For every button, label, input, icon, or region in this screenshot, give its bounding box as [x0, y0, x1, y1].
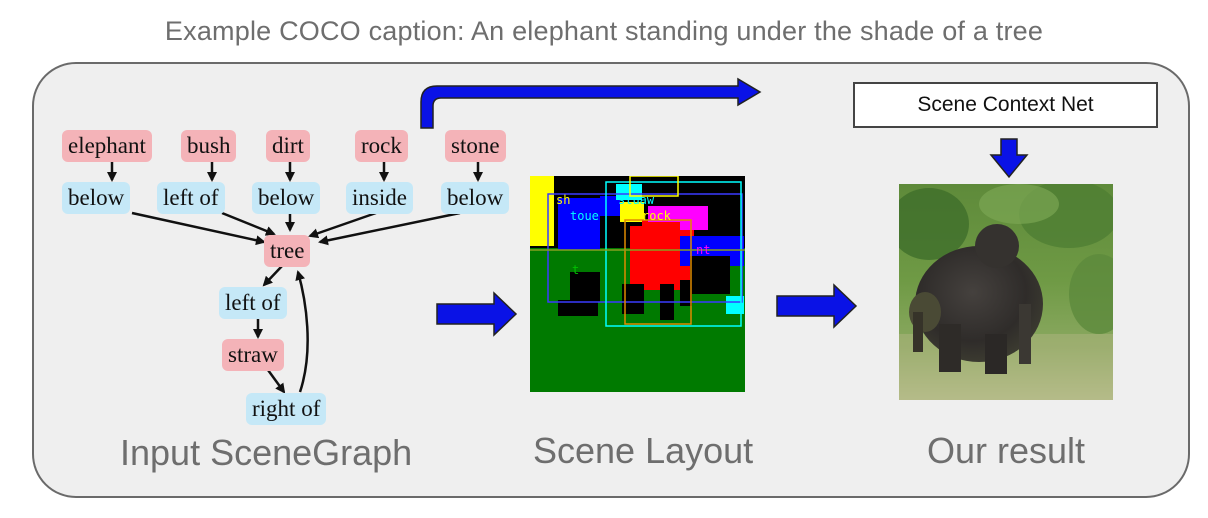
- node-below-1: below: [62, 182, 131, 214]
- node-dirt: dirt: [266, 130, 310, 162]
- edge-below3-tree: [318, 211, 461, 246]
- edge-leftof-tree: [221, 211, 276, 236]
- node-elephant: elephant: [62, 130, 152, 162]
- scene-layout-title: Scene Layout: [533, 430, 754, 471]
- caption: Example COCO caption: An elephant standi…: [164, 16, 1044, 46]
- edge-rightof-tree: [295, 270, 309, 393]
- node-left-of-1: left of: [157, 182, 225, 214]
- layout-fragment-e: nt: [696, 243, 710, 257]
- arrow-context-net-to-result: [989, 138, 1029, 179]
- layout-fragment-f: t: [572, 263, 579, 277]
- node-straw: straw: [222, 339, 284, 371]
- node-bush: bush: [181, 130, 237, 162]
- edge-straw-rightof: [266, 369, 286, 394]
- layout-fragment-d: rock: [642, 209, 672, 223]
- scene-layout-image: sh stuaw toue rock nt t: [530, 176, 745, 392]
- node-inside: inside: [346, 182, 413, 214]
- scene-context-net-box: Scene Context Net: [853, 82, 1158, 128]
- node-tree: tree: [264, 235, 311, 267]
- node-below-2: below: [252, 182, 321, 214]
- layout-fragment-b: stuaw: [618, 193, 655, 207]
- edge-inside-tree: [308, 211, 377, 239]
- result-image: [899, 184, 1113, 400]
- scene-graph-title: Input SceneGraph: [120, 432, 413, 473]
- node-stone: stone: [445, 130, 506, 162]
- layout-fragment-a: sh: [556, 193, 570, 207]
- node-below-3: below: [441, 182, 510, 214]
- node-left-of-2: left of: [219, 287, 287, 319]
- node-rock: rock: [355, 130, 408, 162]
- node-right-of: right of: [246, 393, 327, 425]
- layout-fragment-c: toue: [570, 209, 599, 223]
- arrow-layout-to-result: [776, 283, 858, 329]
- result-title: Our result: [927, 430, 1086, 471]
- edge-tree-leftof: [262, 265, 283, 287]
- arrow-graph-to-layout: [436, 291, 518, 337]
- edge-below-tree: [131, 211, 266, 246]
- arrow-graph-to-context-net: [420, 77, 762, 129]
